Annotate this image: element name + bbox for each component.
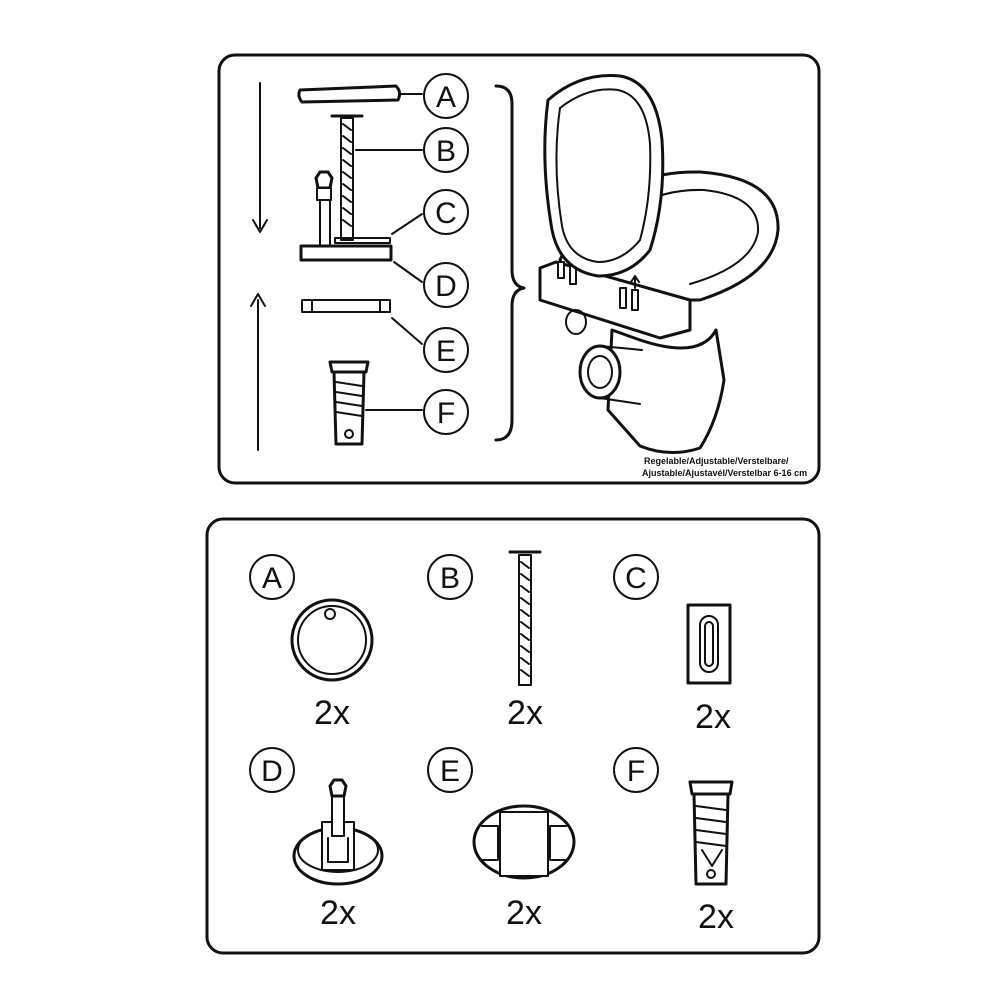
part-b-label: B	[440, 562, 460, 595]
adjustable-note-line1: Regelable/Adjustable/Verstelbare/	[644, 456, 789, 466]
part-f-qty: 2x	[698, 898, 734, 936]
part-a-item: A 2x	[249, 554, 374, 732]
part-f-plug	[688, 780, 734, 886]
part-a-cap	[290, 598, 374, 682]
parts-panel: A 2x B 2x C 2x	[205, 517, 821, 955]
assembly-part-f	[328, 360, 423, 446]
part-e-bracket	[472, 804, 576, 880]
assembly-part-a	[297, 84, 423, 104]
assembly-label-a-text: A	[436, 81, 456, 114]
assembly-label-b: B	[423, 127, 469, 173]
assembly-label-f: F	[423, 389, 469, 435]
assembly-panel: A B C D E F	[217, 53, 821, 485]
part-c-label: C	[625, 562, 647, 595]
part-f-label: F	[627, 755, 645, 788]
assembly-label-f-text: F	[437, 397, 455, 430]
part-d-qty: 2x	[320, 894, 356, 932]
part-e-item: E 2x	[427, 747, 576, 932]
part-e-qty: 2x	[506, 894, 542, 932]
part-c-plate	[686, 603, 732, 685]
assembly-part-b	[330, 114, 423, 241]
assembly-label-b-text: B	[436, 135, 456, 168]
curly-brace	[494, 84, 526, 442]
part-c-qty: 2x	[695, 698, 731, 736]
assembly-label-e: E	[423, 327, 469, 373]
part-f-item: F 2x	[613, 747, 734, 936]
assembly-panel-border	[217, 53, 821, 485]
part-a-label: A	[262, 562, 282, 595]
part-b-item: B 2x	[427, 550, 543, 732]
part-b-qty: 2x	[507, 694, 543, 732]
up-arrow	[250, 293, 266, 451]
down-arrow	[252, 82, 268, 233]
part-a-qty: 2x	[314, 694, 350, 732]
assembly-part-e	[301, 299, 423, 345]
parts-panel-border	[205, 517, 821, 955]
assembly-label-a: A	[423, 73, 469, 119]
part-b-bolt	[508, 550, 542, 686]
adjustable-note-line2: Ajustable/Ajustavél/Verstelbar 6-16 cm	[642, 468, 807, 478]
part-d-hinge-base	[292, 778, 384, 886]
assembly-part-c	[334, 213, 423, 244]
assembly-label-d: D	[423, 262, 469, 308]
part-c-item: C 2x	[613, 554, 732, 736]
assembly-label-c: C	[423, 189, 469, 235]
part-d-label: D	[261, 755, 283, 788]
toilet-illustration	[538, 74, 780, 454]
assembly-label-e-text: E	[436, 335, 456, 368]
assembly-label-d-text: D	[435, 270, 457, 303]
assembly-label-c-text: C	[435, 197, 457, 230]
part-e-label: E	[440, 755, 460, 788]
part-d-item: D 2x	[249, 747, 384, 932]
assembly-part-d	[299, 170, 423, 283]
